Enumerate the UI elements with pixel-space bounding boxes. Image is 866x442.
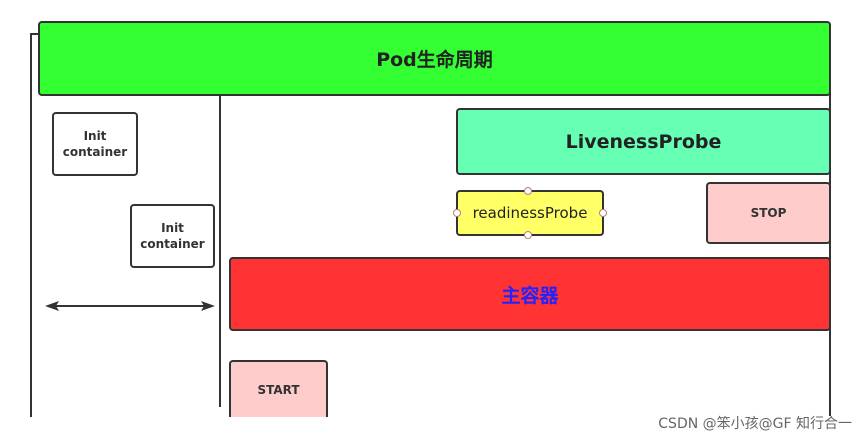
main-container-box: 主容器 — [229, 257, 831, 331]
canvas-bottom-mask — [0, 417, 866, 442]
resize-handle-left[interactable] — [453, 209, 461, 217]
liveness-probe-label: LivenessProbe — [565, 130, 722, 153]
init-main-divider-line — [219, 95, 221, 407]
resize-handle-top[interactable] — [524, 187, 532, 195]
pod-lifecycle-left-border — [30, 33, 32, 417]
readiness-probe-box[interactable]: readinessProbe — [453, 187, 607, 239]
liveness-probe-box: LivenessProbe — [456, 108, 831, 175]
start-label: START — [257, 383, 300, 397]
pod-lifecycle-label: Pod生命周期 — [376, 49, 493, 71]
readiness-probe-label: readinessProbe — [472, 204, 588, 222]
pod-lifecycle-right-border — [829, 70, 831, 416]
main-container-label: 主容器 — [501, 284, 559, 307]
init-container-box-2: Init container — [130, 204, 215, 268]
resize-handle-right[interactable] — [599, 209, 607, 217]
stop-label: STOP — [750, 206, 787, 220]
init-container-2-line1: Init — [161, 221, 184, 235]
double-arrow-icon — [45, 301, 215, 311]
init-container-1-line1: Init — [83, 129, 107, 143]
init-container-box-1: Init container — [52, 112, 138, 176]
pod-lifecycle-top-border — [30, 33, 42, 35]
init-container-2-line2: container — [140, 237, 205, 251]
start-box: START — [229, 360, 328, 418]
init-container-1-line2: container — [62, 145, 128, 159]
pod-lifecycle-box: Pod生命周期 — [38, 21, 831, 96]
resize-handle-bottom[interactable] — [524, 231, 532, 239]
stop-box: STOP — [706, 182, 831, 244]
watermark-text: CSDN @笨小孩@GF 知行合一 — [658, 416, 852, 432]
